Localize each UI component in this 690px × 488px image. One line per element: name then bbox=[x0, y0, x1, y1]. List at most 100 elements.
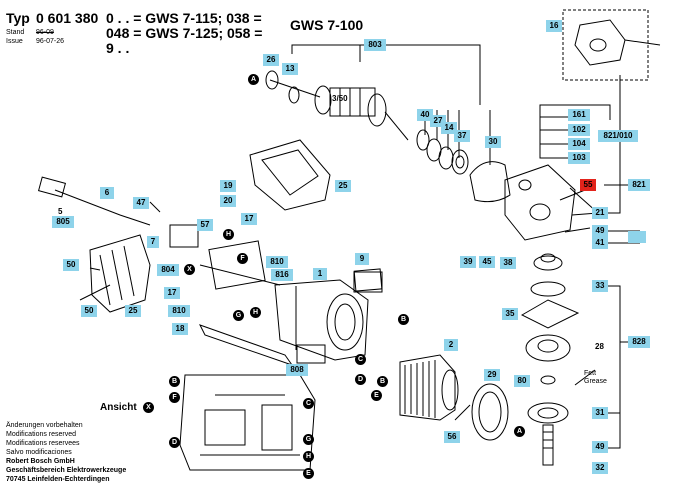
part-label-40[interactable]: 40 bbox=[417, 109, 433, 121]
part-label-37[interactable]: 37 bbox=[454, 130, 470, 142]
part-label-805[interactable]: 805 bbox=[52, 216, 74, 228]
part-label-55[interactable]: 55 bbox=[580, 179, 596, 191]
part-label-19[interactable]: 19 bbox=[220, 180, 236, 192]
part-label-28[interactable]: 28 bbox=[595, 342, 604, 351]
view-x-drawing bbox=[179, 374, 316, 471]
motor-housing-drawing bbox=[274, 268, 383, 361]
footer-line: Salvo modificaciones bbox=[6, 449, 72, 456]
marker-b: B bbox=[398, 314, 409, 325]
marker-h: H bbox=[250, 307, 261, 318]
grease-note-line2: Grease bbox=[584, 378, 607, 385]
grease-note-line1: Fett bbox=[584, 370, 597, 377]
part-label-1[interactable]: 1 bbox=[313, 268, 327, 280]
marker-c: C bbox=[355, 354, 366, 365]
part-label-47[interactable]: 47 bbox=[133, 197, 149, 209]
part-label-18[interactable]: 18 bbox=[172, 323, 188, 335]
part-label-31[interactable]: 31 bbox=[592, 407, 608, 419]
marker-f: F bbox=[237, 253, 248, 264]
handle-shell-drawing bbox=[89, 234, 151, 313]
part-label-816[interactable]: 816 bbox=[271, 269, 293, 281]
header-stand-label: Stand bbox=[6, 29, 25, 36]
field-coil-drawing bbox=[399, 354, 459, 421]
header-typ-number: 0 601 380 bbox=[36, 10, 99, 26]
part-label-17[interactable]: 17 bbox=[241, 213, 257, 225]
part-label-3-50[interactable]: 3/50 bbox=[332, 94, 348, 103]
part-label-810[interactable]: 810 bbox=[266, 256, 288, 268]
marker-x: X bbox=[184, 264, 195, 275]
part-label-blank[interactable] bbox=[628, 231, 646, 243]
part-label-7[interactable]: 7 bbox=[147, 236, 159, 248]
marker-d: D bbox=[355, 374, 366, 385]
part-label-104[interactable]: 104 bbox=[568, 138, 590, 150]
part-label-39[interactable]: 39 bbox=[460, 256, 476, 268]
part-label-102[interactable]: 102 bbox=[568, 124, 590, 136]
part-label-828[interactable]: 828 bbox=[628, 336, 650, 348]
part-label-9[interactable]: 9 bbox=[355, 253, 369, 265]
part-label-17-lower[interactable]: 17 bbox=[164, 287, 180, 299]
header-issue-label: Issue bbox=[6, 38, 23, 45]
part-label-103[interactable]: 103 bbox=[568, 152, 590, 164]
part-label-41[interactable]: 41 bbox=[592, 237, 608, 249]
footer-line: Modifications reserved bbox=[6, 431, 77, 438]
header-line3-code: 9 . . bbox=[106, 40, 130, 56]
part-label-14[interactable]: 14 bbox=[441, 122, 457, 134]
part-label-808[interactable]: 808 bbox=[286, 364, 308, 376]
part-label-30[interactable]: 30 bbox=[485, 136, 501, 148]
marker-f: F bbox=[169, 392, 180, 403]
leader-821-010 bbox=[539, 104, 611, 159]
header-stand-value: 96-09 bbox=[36, 29, 54, 36]
part-label-821[interactable]: 821 bbox=[628, 179, 650, 191]
armature-drawing bbox=[265, 70, 409, 141]
part-label-6[interactable]: 6 bbox=[100, 187, 114, 199]
part-label-803[interactable]: 803 bbox=[364, 39, 386, 51]
part-label-20[interactable]: 20 bbox=[220, 195, 236, 207]
marker-g: G bbox=[303, 434, 314, 445]
header-issue-value: 96-07-26 bbox=[36, 38, 65, 45]
header-model: GWS 7-100 bbox=[290, 17, 364, 33]
marker-h: H bbox=[223, 229, 234, 240]
part-label-2[interactable]: 2 bbox=[444, 339, 458, 351]
marker-d: D bbox=[169, 437, 180, 448]
part-label-804[interactable]: 804 bbox=[157, 264, 179, 276]
marker-c: C bbox=[303, 398, 314, 409]
part-label-16[interactable]: 16 bbox=[546, 20, 562, 32]
marker-a: A bbox=[514, 426, 525, 437]
leader-828 bbox=[606, 285, 621, 449]
part-label-49-bottom[interactable]: 49 bbox=[592, 441, 608, 453]
header-typ-label: Typ bbox=[6, 10, 30, 26]
part-label-57[interactable]: 57 bbox=[197, 219, 213, 231]
leader-803 bbox=[291, 44, 481, 105]
part-label-25-left[interactable]: 25 bbox=[125, 305, 141, 317]
part-label-56[interactable]: 56 bbox=[444, 431, 460, 443]
footer-line: Geschäftsbereich Elektrowerkzeuge bbox=[6, 467, 127, 474]
marker-h: H bbox=[303, 451, 314, 462]
marker-b: B bbox=[377, 376, 388, 387]
part-label-29[interactable]: 29 bbox=[484, 369, 500, 381]
footer-line: 70745 Leinfelden-Echterdingen bbox=[6, 476, 110, 483]
part-label-49[interactable]: 49 bbox=[592, 225, 608, 237]
part-label-33[interactable]: 33 bbox=[592, 280, 608, 292]
part-label-26[interactable]: 26 bbox=[263, 54, 279, 66]
footer-line: Modifications reservees bbox=[6, 440, 80, 447]
footer-line: Robert Bosch GmbH bbox=[6, 458, 75, 465]
part-label-50-lower[interactable]: 50 bbox=[81, 305, 97, 317]
part-label-25-top[interactable]: 25 bbox=[335, 180, 351, 192]
part-label-161[interactable]: 161 bbox=[568, 109, 590, 121]
view-marker: X bbox=[143, 402, 154, 413]
part-label-50[interactable]: 50 bbox=[63, 259, 79, 271]
part-label-80[interactable]: 80 bbox=[514, 375, 530, 387]
part-label-810-lower[interactable]: 810 bbox=[168, 305, 190, 317]
part-label-21[interactable]: 21 bbox=[592, 207, 608, 219]
part-label-5[interactable]: 5 bbox=[58, 207, 63, 216]
part-label-13[interactable]: 13 bbox=[282, 63, 298, 75]
marker-g: G bbox=[233, 310, 244, 321]
view-label: Ansicht bbox=[100, 402, 137, 413]
part-label-35[interactable]: 35 bbox=[502, 308, 518, 320]
part-label-38[interactable]: 38 bbox=[500, 257, 516, 269]
part-label-32[interactable]: 32 bbox=[592, 462, 608, 474]
part-label-821-010[interactable]: 821/010 bbox=[598, 130, 638, 142]
part-label-45[interactable]: 45 bbox=[479, 256, 495, 268]
header-line1-code: 0 . . = GWS 7-115; 038 = bbox=[106, 10, 262, 26]
